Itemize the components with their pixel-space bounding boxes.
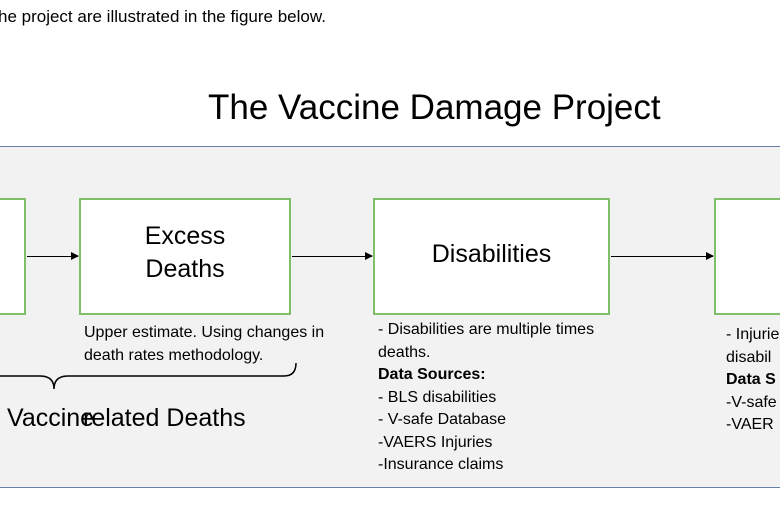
brace-label-related-deaths: related Deaths <box>83 404 246 432</box>
excess-deaths-line1: Excess <box>144 222 226 250</box>
brace-label-vaccine: Vaccine <box>7 404 95 432</box>
brace <box>0 362 297 390</box>
disabilities-note-line2: deaths. <box>378 343 431 361</box>
disabilities-note-line1: - Disabilities are multiple times <box>378 321 595 338</box>
arrow-to-injuries <box>611 252 714 260</box>
excess-note-line2: death rates methodology. <box>84 346 264 364</box>
intro-text: he project are illustrated in the figure… <box>0 7 326 26</box>
injuries-note-line1: - Injurie <box>726 326 780 343</box>
injuries-source-item: -V-safe <box>726 393 777 411</box>
injuries-box-partial <box>714 198 780 315</box>
arrow-to-excess-deaths <box>27 252 79 260</box>
disabilities-sources-heading: Data Sources: <box>378 366 486 383</box>
disabilities-source-item: -VAERS Injuries <box>378 433 493 451</box>
disabilities-note: - Disabilities are multiple times deaths… <box>378 319 594 477</box>
vaccine-deaths-box-partial <box>0 198 26 315</box>
excess-deaths-note: Upper estimate. Using changes in death r… <box>84 322 324 367</box>
injuries-source-item: -VAER <box>726 416 774 433</box>
injuries-note-line2: disabil <box>726 348 772 366</box>
diagram-title: The Vaccine Damage Project <box>208 88 661 127</box>
excess-deaths-line2: Deaths <box>145 255 225 283</box>
excess-note-line1: Upper estimate. Using changes in <box>84 324 325 341</box>
disabilities-label: Disabilities <box>431 240 552 268</box>
injuries-sources-heading: Data S <box>726 371 776 388</box>
disabilities-box: Disabilities <box>373 198 610 315</box>
disabilities-source-item: -Insurance claims <box>378 456 504 473</box>
arrow-to-disabilities <box>292 252 373 260</box>
injuries-note: - Injurie disabil Data S -V-safe -VAER <box>726 324 779 437</box>
disabilities-source-item: - BLS disabilities <box>378 388 497 406</box>
disabilities-source-item: - V-safe Database <box>378 411 507 428</box>
excess-deaths-box: Excess Deaths <box>79 198 291 315</box>
